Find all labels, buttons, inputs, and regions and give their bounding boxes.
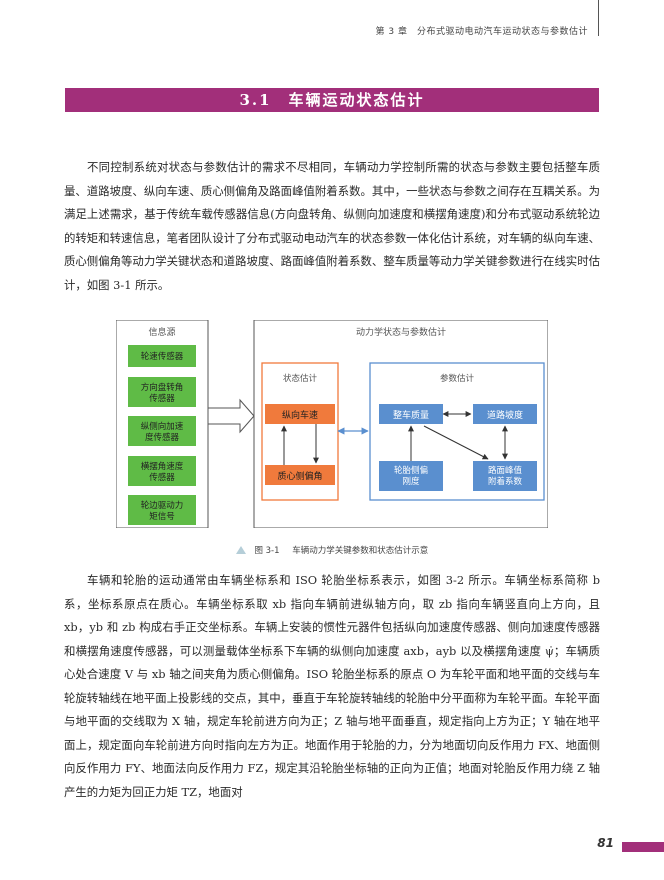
- param-box-cornering-stiffness-label: 轮胎侧偏刚度: [394, 465, 428, 487]
- caption-number: 图 3-1: [254, 546, 280, 556]
- page-number: 81: [597, 836, 614, 850]
- paragraph-1-text: 不同控制系统对状态与参数估计的需求不尽相同，车辆动力学控制所需的状态与参数主要包…: [64, 160, 600, 292]
- paragraph-1: 不同控制系统对状态与参数估计的需求不尽相同，车辆动力学控制所需的状态与参数主要包…: [64, 156, 600, 297]
- param-box-cornering-stiffness: [379, 461, 443, 491]
- info-source-box: [128, 456, 196, 486]
- param-box-slope: [473, 404, 537, 424]
- paragraph-2-text: 车辆和轮胎的运动通常由车辆坐标系和 ISO 轮胎坐标系表示，如图 3-2 所示。…: [64, 573, 600, 799]
- param-estimation-frame: [369, 362, 545, 501]
- param-box-mass: [379, 404, 443, 424]
- info-source-box: [128, 495, 196, 525]
- estimation-title: 动力学状态与参数估计: [356, 326, 446, 338]
- state-box-longitudinal-speed-label: 纵向车速: [282, 409, 318, 421]
- figure-3-1-diagram: 信息源 轮速传感器方向盘转角传感器纵侧向加速度传感器横摆角速度传感器轮边驱动力矩…: [116, 320, 548, 528]
- figure-caption: 图 3-1 车辆动力学关键参数和状态估计示意: [0, 544, 664, 556]
- info-source-box: [128, 345, 196, 367]
- param-box-mass-label: 整车质量: [393, 409, 429, 421]
- section-title: 3.1 车辆运动状态估计: [65, 88, 599, 112]
- paragraph-2: 车辆和轮胎的运动通常由车辆坐标系和 ISO 轮胎坐标系表示，如图 3-2 所示。…: [64, 569, 600, 804]
- info-source-label: 方向盘转角传感器: [141, 382, 184, 404]
- info-source-label: 纵侧向加速度传感器: [141, 421, 184, 443]
- state-box-longitudinal-speed: [265, 404, 335, 424]
- running-header: 第 3 章 分布式驱动电动汽车运动状态与参数估计: [375, 27, 588, 37]
- param-box-slope-label: 道路坡度: [487, 409, 523, 421]
- state-box-sideslip-label: 质心侧偏角: [277, 470, 322, 482]
- info-source-title: 信息源: [148, 326, 175, 338]
- header-rule: [598, 0, 599, 36]
- main-arrow: [207, 398, 255, 434]
- arrow-mass-friction: [423, 425, 489, 460]
- info-source-box: [128, 377, 196, 407]
- info-source-label: 轮速传感器: [141, 351, 184, 362]
- info-source-label: 横摆角速度传感器: [141, 461, 184, 483]
- state-box-sideslip: [265, 465, 335, 485]
- estimation-frame: [253, 320, 548, 528]
- info-source-box: [128, 416, 196, 446]
- caption-text: 车辆动力学关键参数和状态估计示意: [292, 546, 429, 556]
- caption-triangle-icon: [235, 546, 246, 554]
- param-estimation-title: 参数估计: [440, 373, 475, 384]
- info-source-label: 轮边驱动力矩信号: [141, 500, 184, 522]
- page-number-bar: [622, 842, 664, 852]
- state-estimation-title: 状态估计: [283, 373, 318, 384]
- param-box-road-friction-label: 路面峰值附着系数: [488, 465, 523, 487]
- param-box-road-friction: [473, 461, 537, 491]
